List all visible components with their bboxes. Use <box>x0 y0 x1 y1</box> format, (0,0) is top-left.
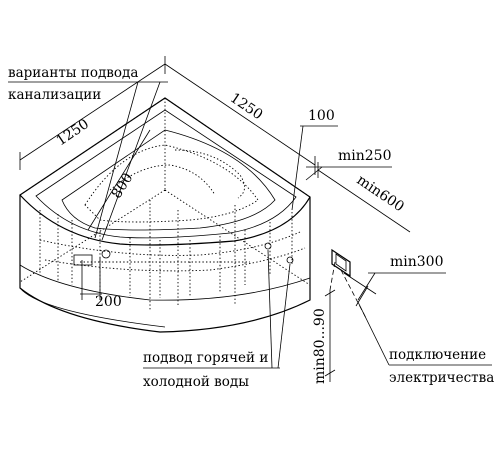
dim-100-text: 100 <box>308 108 335 124</box>
bathtub-basin <box>61 129 276 231</box>
bathtub-rim <box>19 97 311 246</box>
dimension-min80-90: min80...90 <box>312 289 336 384</box>
dim-side-left-text: 1250 <box>54 116 92 149</box>
drain-variants-line1: варианты подвода <box>8 65 138 81</box>
hot-cold-water-callout: подвод горячей и холодной воды <box>143 249 291 390</box>
electricity-line1: подключение <box>389 347 486 363</box>
dim-200-text: 200 <box>95 294 122 310</box>
bathtub-drawing <box>19 97 311 333</box>
bathtub-front-panel <box>19 195 311 333</box>
dimension-800: 800 <box>87 129 151 231</box>
electrical-socket <box>329 248 367 319</box>
dimension-min600: min600 <box>317 162 411 233</box>
dimension-side-right: 1250 <box>164 63 316 175</box>
dim-min300-text: min300 <box>390 254 444 270</box>
drain-variants-line2: канализации <box>8 87 101 103</box>
electricity-line2: электричества <box>389 370 494 386</box>
dim-min80-90-text: min80...90 <box>312 308 328 384</box>
dim-800-text: 800 <box>109 170 137 201</box>
electricity-callout: подключение электричества <box>357 301 494 386</box>
dimension-100: 100 <box>291 108 338 211</box>
hot-cold-water-line2: холодной воды <box>143 374 249 390</box>
hot-cold-water-line1: подвод горячей и <box>143 350 268 366</box>
dimension-min250: min250 <box>305 148 392 181</box>
dim-min600-text: min600 <box>354 172 407 215</box>
dimension-min300: min300 <box>343 254 446 307</box>
dimension-200: 200 <box>80 258 122 310</box>
drain-variants-callout: варианты подвода канализации <box>8 65 168 241</box>
drain-fitting <box>73 254 93 266</box>
dim-min250-text: min250 <box>338 148 392 164</box>
